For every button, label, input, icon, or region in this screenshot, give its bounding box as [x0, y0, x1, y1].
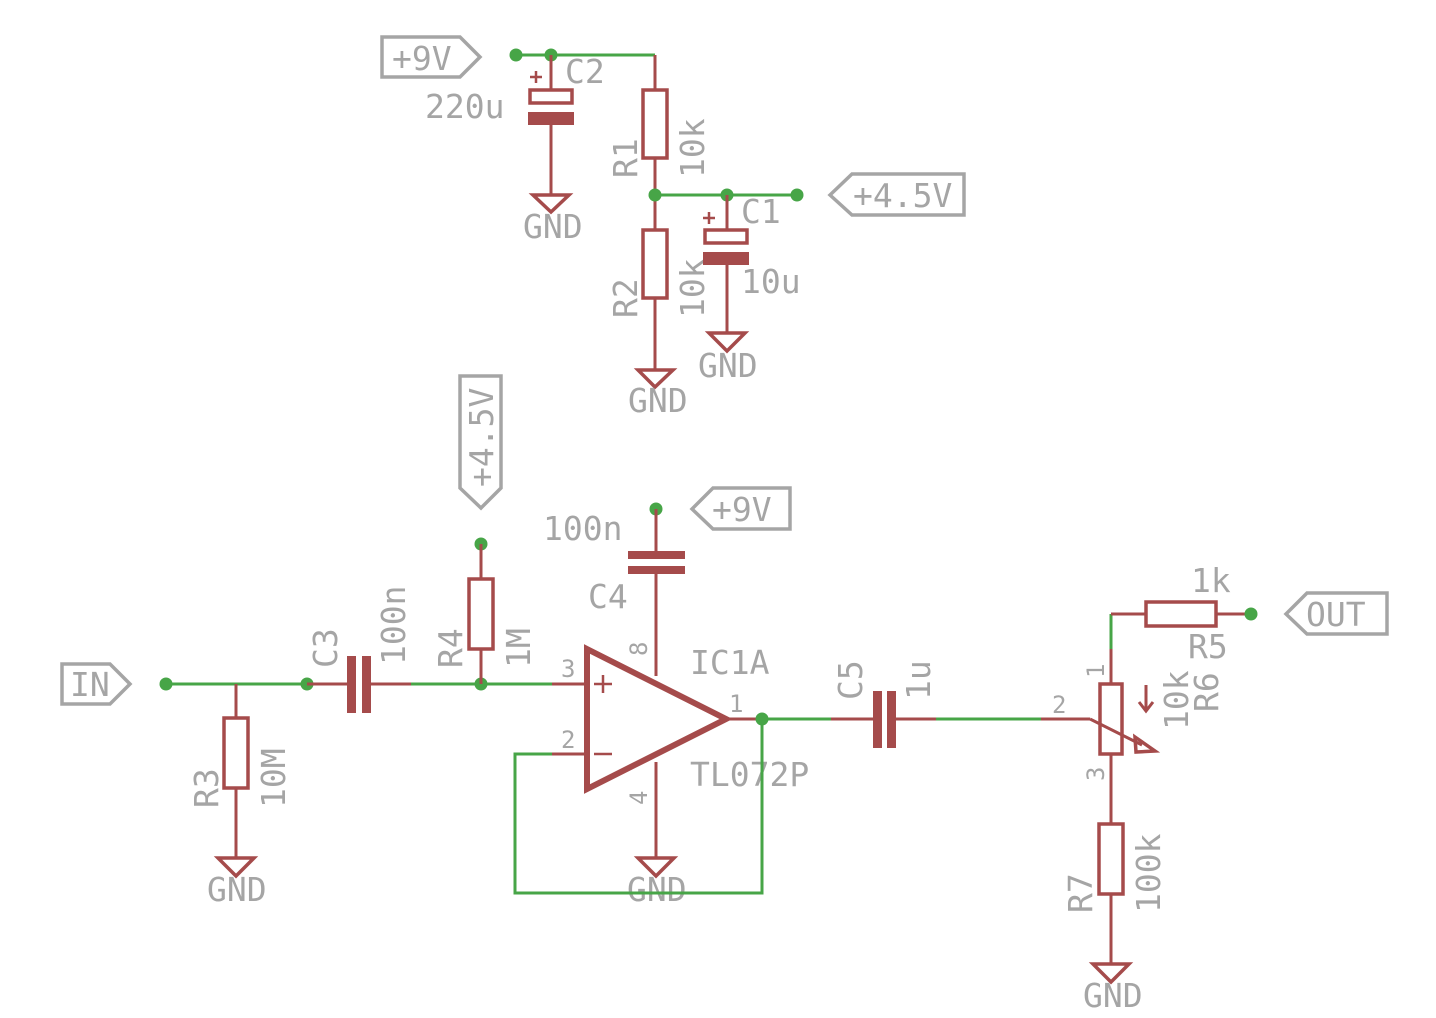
resistor-r5: 1k R5 — [1111, 561, 1251, 666]
capacitor-c3: C3 100n — [306, 586, 413, 713]
port-label: +9V — [712, 490, 772, 529]
resistor-r3: R3 10M — [187, 684, 293, 858]
r2-name-label: R2 — [606, 278, 645, 318]
port-frame — [60, 662, 133, 706]
r4-name-label: R4 — [431, 628, 470, 668]
c3-name-label: C3 — [306, 628, 345, 668]
gnd-symbol: GND — [207, 856, 267, 909]
r6-name-label: R6 — [1187, 672, 1226, 712]
junction-dot — [159, 677, 173, 691]
port-vcc-top: +9V — [380, 35, 483, 79]
gnd-symbol: GND — [628, 368, 688, 420]
junction-dot — [790, 188, 804, 202]
resistor-r4: R4 1M — [431, 544, 538, 684]
c5-name-label: C5 — [831, 660, 870, 700]
ic-name-label: IC1A — [690, 643, 770, 682]
r7-value-label: 100k — [1129, 833, 1168, 913]
gnd-symbol: GND — [523, 193, 583, 246]
port-output: OUT — [1283, 591, 1389, 636]
gnd-symbol: GND — [698, 331, 758, 385]
port-label: +9V — [392, 39, 452, 78]
port-label: +4.5V — [853, 176, 952, 215]
junction-dot — [755, 712, 769, 726]
junction-dot — [648, 188, 662, 202]
resistor-r7: R7 100k — [1061, 822, 1168, 964]
pin-label-1: 1 — [1082, 664, 1110, 678]
r3-value-label: 10M — [254, 748, 293, 808]
pin-label-2: 2 — [1052, 691, 1066, 719]
r5-value-label: 1k — [1191, 561, 1231, 600]
c1-value-label: 10u — [741, 262, 801, 301]
port-vbias-right: +4.5V — [827, 172, 966, 217]
port-label: OUT — [1306, 595, 1366, 634]
port-vbias-vertical: +4.5V — [458, 374, 503, 511]
capacitor-c5: C5 1u — [831, 660, 938, 748]
port-vcc-opamp: +9V — [689, 486, 792, 531]
gnd-label: GND — [523, 207, 583, 246]
opamp-ic1a: 3 2 1 8 4 IC1A TL072P — [552, 642, 809, 858]
r1-name-label: R1 — [606, 138, 645, 178]
pin-label-8: 8 — [625, 642, 653, 656]
c4-name-label: C4 — [588, 577, 628, 616]
r1-value-label: 10k — [673, 118, 712, 178]
resistor-r2: R2 10k — [606, 228, 712, 370]
gnd-label: GND — [698, 346, 758, 385]
junction-dot — [1244, 607, 1258, 621]
c1-name-label: C1 — [741, 192, 781, 231]
capacitor-c2: C2 220u — [425, 52, 605, 195]
gnd-label: GND — [207, 870, 267, 909]
pin-label-1: 1 — [729, 690, 743, 718]
wire-feedback — [513, 719, 764, 895]
r3-name-label: R3 — [187, 768, 226, 808]
r7-name-label: R7 — [1061, 873, 1100, 913]
c3-value-label: 100n — [374, 586, 413, 665]
port-frame — [1283, 591, 1389, 636]
port-label: IN — [70, 665, 110, 704]
pin-label-3: 3 — [561, 655, 575, 683]
gnd-label: GND — [628, 381, 688, 420]
r6-value-label: 10k — [1157, 670, 1196, 730]
port-frame — [827, 172, 966, 217]
pin-label-4: 4 — [625, 791, 653, 805]
r4-value-label: 1M — [499, 628, 538, 668]
r2-value-label: 10k — [673, 258, 712, 318]
gnd-symbol: GND — [627, 856, 687, 909]
c2-value-label: 220u — [425, 87, 504, 126]
junction-dot — [509, 48, 523, 62]
c4-value-label: 100n — [543, 509, 622, 548]
capacitor-c1: C1 10u — [703, 192, 801, 333]
pin-label-2: 2 — [561, 726, 575, 754]
gnd-symbol: GND — [1083, 962, 1143, 1015]
gnd-label: GND — [1083, 976, 1143, 1015]
resistor-r1: R1 10k — [606, 88, 712, 230]
c2-name-label: C2 — [565, 52, 605, 91]
port-input: IN — [60, 662, 133, 706]
ic-value-label: TL072P — [690, 755, 809, 794]
port-label: +4.5V — [462, 388, 501, 487]
gnd-label: GND — [627, 870, 687, 909]
pin-label-3: 3 — [1082, 767, 1110, 781]
port-frame — [458, 374, 503, 511]
capacitor-c4: 100n C4 — [543, 509, 685, 676]
potentiometer-r6: 2 1 3 10k R6 — [1041, 649, 1226, 824]
c5-value-label: 1u — [899, 660, 938, 700]
port-frame — [689, 486, 792, 531]
port-frame — [380, 35, 483, 79]
r5-name-label: R5 — [1188, 627, 1228, 666]
